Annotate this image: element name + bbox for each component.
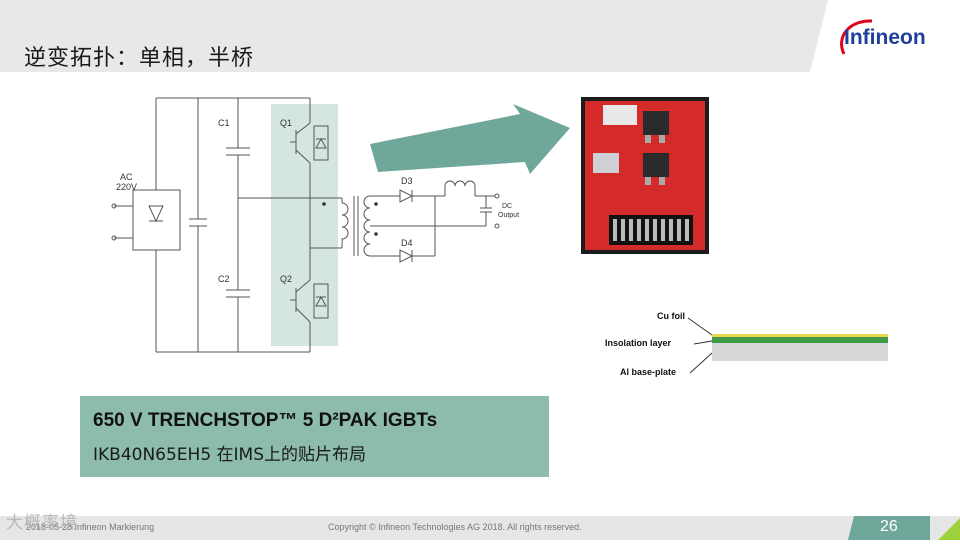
label-output: Output [498,212,519,219]
label-ac: AC [120,172,133,182]
label-insolation-layer: Insolation layer [605,338,672,348]
half-bridge-circuit-diagram: AC 220V C1 C2 Q1 Q2 D3 D4 DC Output [100,88,530,367]
label-ac-voltage: 220V [116,182,137,192]
infineon-logo: Infineon [838,18,938,62]
watermark-text: 大概率境 [6,513,78,533]
label-q1: Q1 [280,118,292,128]
slide-footer: 2018-05-28 Infineon Markierung Copyright… [0,516,960,540]
ims-layer-stack-diagram: Cu foil Insolation layer Al base-plate [590,305,890,389]
label-c2: C2 [218,274,230,284]
label-d3: D3 [401,176,413,186]
logo-text: Infineon [844,26,926,49]
product-info-box: 650 V TRENCHSTOP™ 5 D²PAK IGBTs IKB40N65… [80,396,549,477]
label-d4: D4 [401,238,413,248]
page-number: 26 [880,518,898,535]
product-title: 650 V TRENCHSTOP™ 5 D²PAK IGBTs [93,410,438,431]
label-c1: C1 [218,118,230,128]
product-subtitle: IKB40N65EH5 在IMS上的贴片布局 [93,445,367,465]
header-logo-area [810,0,960,72]
ims-board-photo [581,97,709,254]
slide-title: 逆变拓扑：单相，半桥 [24,46,255,71]
label-q2: Q2 [280,274,292,284]
right-arrow-icon [370,104,570,180]
footer-copyright: Copyright © Infineon Technologies AG 201… [328,522,582,532]
slide-header [0,0,960,72]
label-dc: DC [502,203,512,210]
label-al-base-plate: Al base-plate [620,367,677,377]
label-cu-foil: Cu foil [657,311,685,321]
footer-date-marking: 2018-05-28 Infineon Markierung [26,522,155,532]
page-number-badge [848,516,960,540]
